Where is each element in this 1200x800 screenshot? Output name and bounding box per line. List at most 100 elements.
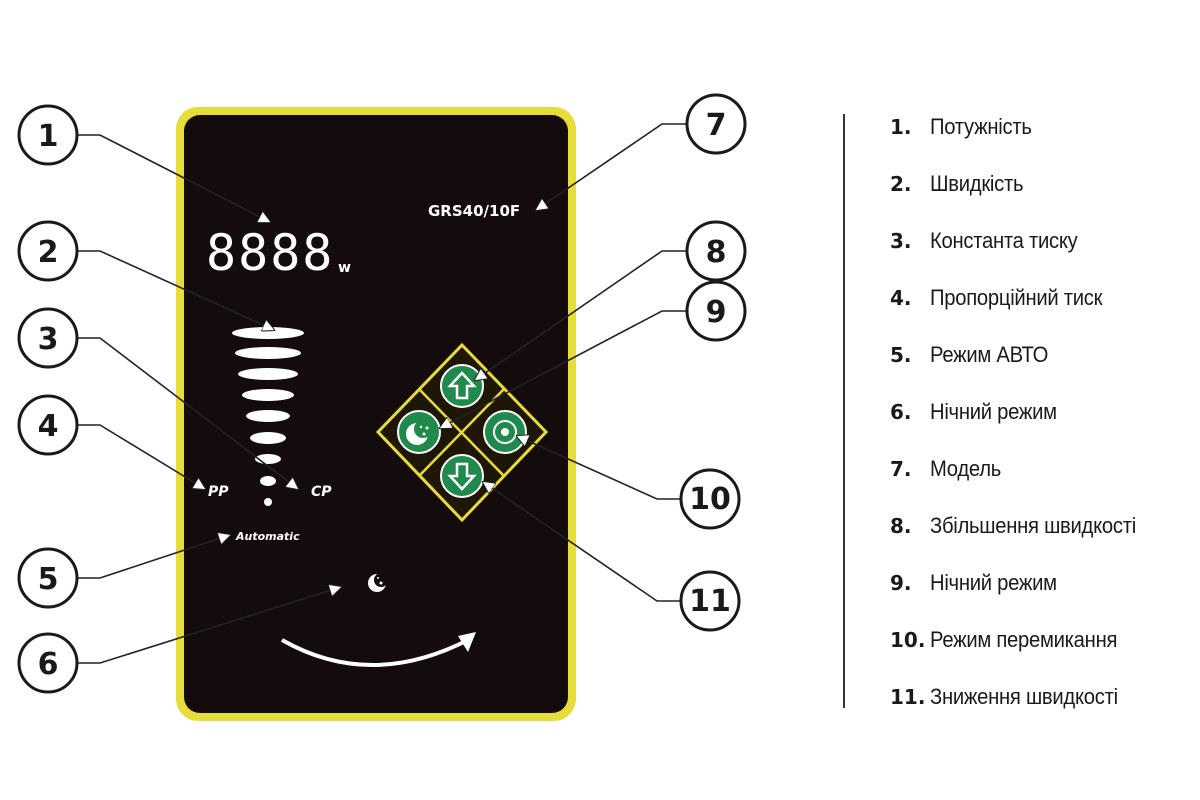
legend-label: Потужність — [930, 114, 1032, 139]
legend-label: Константа тиску — [930, 228, 1078, 253]
callout-line-7 — [536, 123, 687, 210]
callout-8: 8 — [685, 220, 747, 282]
panel-face — [184, 115, 568, 713]
callout-4: 4 — [17, 394, 79, 456]
curve-arrow-head-icon — [458, 632, 476, 652]
callout-5-number: 5 — [38, 562, 59, 597]
legend-number: 2. — [890, 172, 912, 196]
legend-number: 10. — [890, 628, 926, 652]
pump-control-diagram: GRS40/10F 8888 w PP CP Automatic — [17, 93, 747, 721]
speed-bar — [260, 476, 276, 486]
callout-1: 1 — [17, 104, 79, 166]
callout-line-3 — [78, 337, 298, 489]
mode-ring-icon — [493, 420, 517, 444]
callout-lines — [78, 123, 687, 664]
callout-11: 11 — [679, 570, 741, 632]
legend-label: Пропорційний тиск — [930, 285, 1103, 310]
callout-11-number: 11 — [689, 584, 731, 619]
callout-10: 10 — [679, 468, 741, 530]
legend-number: 7. — [890, 457, 912, 481]
mode-cp-label: CP — [311, 484, 332, 500]
callout-2: 2 — [17, 220, 79, 282]
moon-icon — [406, 420, 432, 445]
legend-number: 3. — [890, 229, 912, 253]
callout-5: 5 — [17, 547, 79, 609]
mode-auto-label: Automatic — [235, 530, 300, 543]
legend-number: 11. — [890, 685, 926, 709]
speed-bar — [238, 368, 298, 380]
legend-divider — [843, 114, 845, 708]
control-panel: GRS40/10F 8888 w PP CP Automatic — [176, 107, 576, 721]
mode-pp-label: PP — [208, 484, 229, 500]
legend-label: Зниження швидкості — [930, 684, 1118, 709]
speed-up-button[interactable] — [440, 364, 484, 408]
night-mode-button[interactable] — [397, 410, 441, 454]
callout-3: 3 — [17, 307, 79, 369]
legend-item: 10. Режим перемикання — [890, 625, 1190, 682]
legend-item: 8. Збільшення швидкості — [890, 511, 1190, 568]
legend: 1. Потужність 2. Швидкість 3. Константа … — [890, 112, 1190, 739]
legend-label: Збільшення швидкості — [930, 513, 1136, 538]
callout-line-5 — [78, 535, 230, 579]
speed-indicator — [232, 327, 304, 506]
callout-markers: 1 2 3 4 5 6 7 8 — [17, 93, 747, 694]
callout-line-2 — [78, 250, 274, 330]
callout-2-number: 2 — [38, 235, 59, 270]
power-unit: w — [338, 260, 351, 276]
legend-number: 1. — [890, 115, 912, 139]
legend-number: 5. — [890, 343, 912, 367]
legend-label: Швидкість — [930, 171, 1024, 196]
callout-1-number: 1 — [38, 119, 59, 154]
legend-label: Нічний режим — [930, 399, 1057, 424]
callout-line-1 — [78, 134, 270, 222]
speed-down-button[interactable] — [440, 454, 484, 498]
callout-7-number: 7 — [706, 108, 727, 143]
callout-6-number: 6 — [38, 647, 59, 682]
callout-9-number: 9 — [706, 295, 727, 330]
arrow-up-icon — [447, 371, 477, 400]
legend-number: 4. — [890, 286, 912, 310]
callout-7: 7 — [685, 93, 747, 155]
power-display: 8888 — [206, 224, 334, 282]
legend-label: Нічний режим — [930, 570, 1057, 595]
callout-line-9 — [440, 310, 687, 428]
arrow-down-icon — [447, 462, 477, 491]
speed-bar — [235, 347, 301, 359]
callout-line-8 — [475, 250, 687, 380]
speed-bar — [232, 327, 304, 339]
legend-label: Модель — [930, 456, 1001, 481]
legend-label: Режим перемикання — [930, 627, 1118, 652]
legend-number: 9. — [890, 571, 912, 595]
callout-line-4 — [78, 424, 205, 489]
night-mode-indicator — [368, 573, 388, 592]
legend-number: 8. — [890, 514, 912, 538]
legend-item: 9. Нічний режим — [890, 568, 1190, 625]
legend-item: 1. Потужність — [890, 112, 1190, 169]
callout-3-number: 3 — [38, 322, 59, 357]
callout-8-number: 8 — [706, 235, 727, 270]
legend-label: Режим АВТО — [930, 342, 1049, 367]
legend-item: 5. Режим АВТО — [890, 340, 1190, 397]
legend-number: 6. — [890, 400, 912, 424]
legend-item: 6. Нічний режим — [890, 397, 1190, 454]
speed-bar — [246, 410, 290, 422]
callout-line-11 — [483, 482, 682, 602]
legend-item: 3. Константа тиску — [890, 226, 1190, 283]
legend-item: 4. Пропорційний тиск — [890, 283, 1190, 340]
callout-line-10 — [517, 436, 682, 500]
callout-line-6 — [78, 587, 341, 664]
speed-bar — [250, 432, 286, 444]
legend-item: 11. Зниження швидкості — [890, 682, 1190, 739]
callout-9: 9 — [685, 280, 747, 342]
button-cluster — [375, 342, 549, 523]
legend-item: 2. Швидкість — [890, 169, 1190, 226]
speed-bar — [264, 498, 272, 506]
callout-10-number: 10 — [689, 482, 731, 517]
legend-item: 7. Модель — [890, 454, 1190, 511]
model-label: GRS40/10F — [428, 202, 520, 220]
curve-arrow — [281, 638, 469, 667]
callout-6: 6 — [17, 632, 79, 694]
callout-4-number: 4 — [38, 409, 59, 444]
speed-bar — [242, 389, 294, 401]
mode-switch-button[interactable] — [483, 410, 527, 454]
